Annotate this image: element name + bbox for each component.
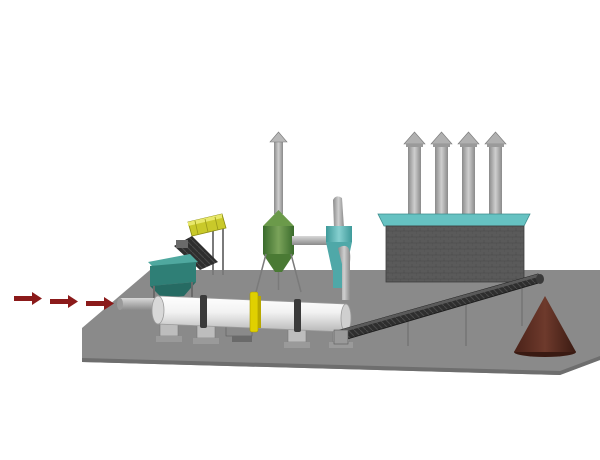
drum-tyre-ring-1 <box>200 295 207 328</box>
input-arrows <box>14 292 114 310</box>
finished-product-pile <box>514 296 576 357</box>
discharge-belt-conveyor <box>333 273 544 346</box>
drum-tyre-ring-2 <box>294 299 301 332</box>
cyclone-dust-collector <box>255 131 302 293</box>
exhaust-chimney-1 <box>403 131 426 220</box>
input-arrow-1 <box>14 292 42 305</box>
input-arrow-3 <box>86 297 114 310</box>
feeding-conveyor <box>174 213 227 275</box>
input-arrow-2 <box>50 295 78 308</box>
exhaust-chimney-3 <box>457 131 480 220</box>
bag-dust-collector <box>377 131 531 283</box>
induced-draft-fan <box>326 196 352 300</box>
connecting-duct <box>292 236 328 245</box>
exhaust-chimney-4 <box>484 131 507 220</box>
exhaust-chimney-2 <box>430 131 453 220</box>
drive-gear-ring <box>249 291 261 333</box>
